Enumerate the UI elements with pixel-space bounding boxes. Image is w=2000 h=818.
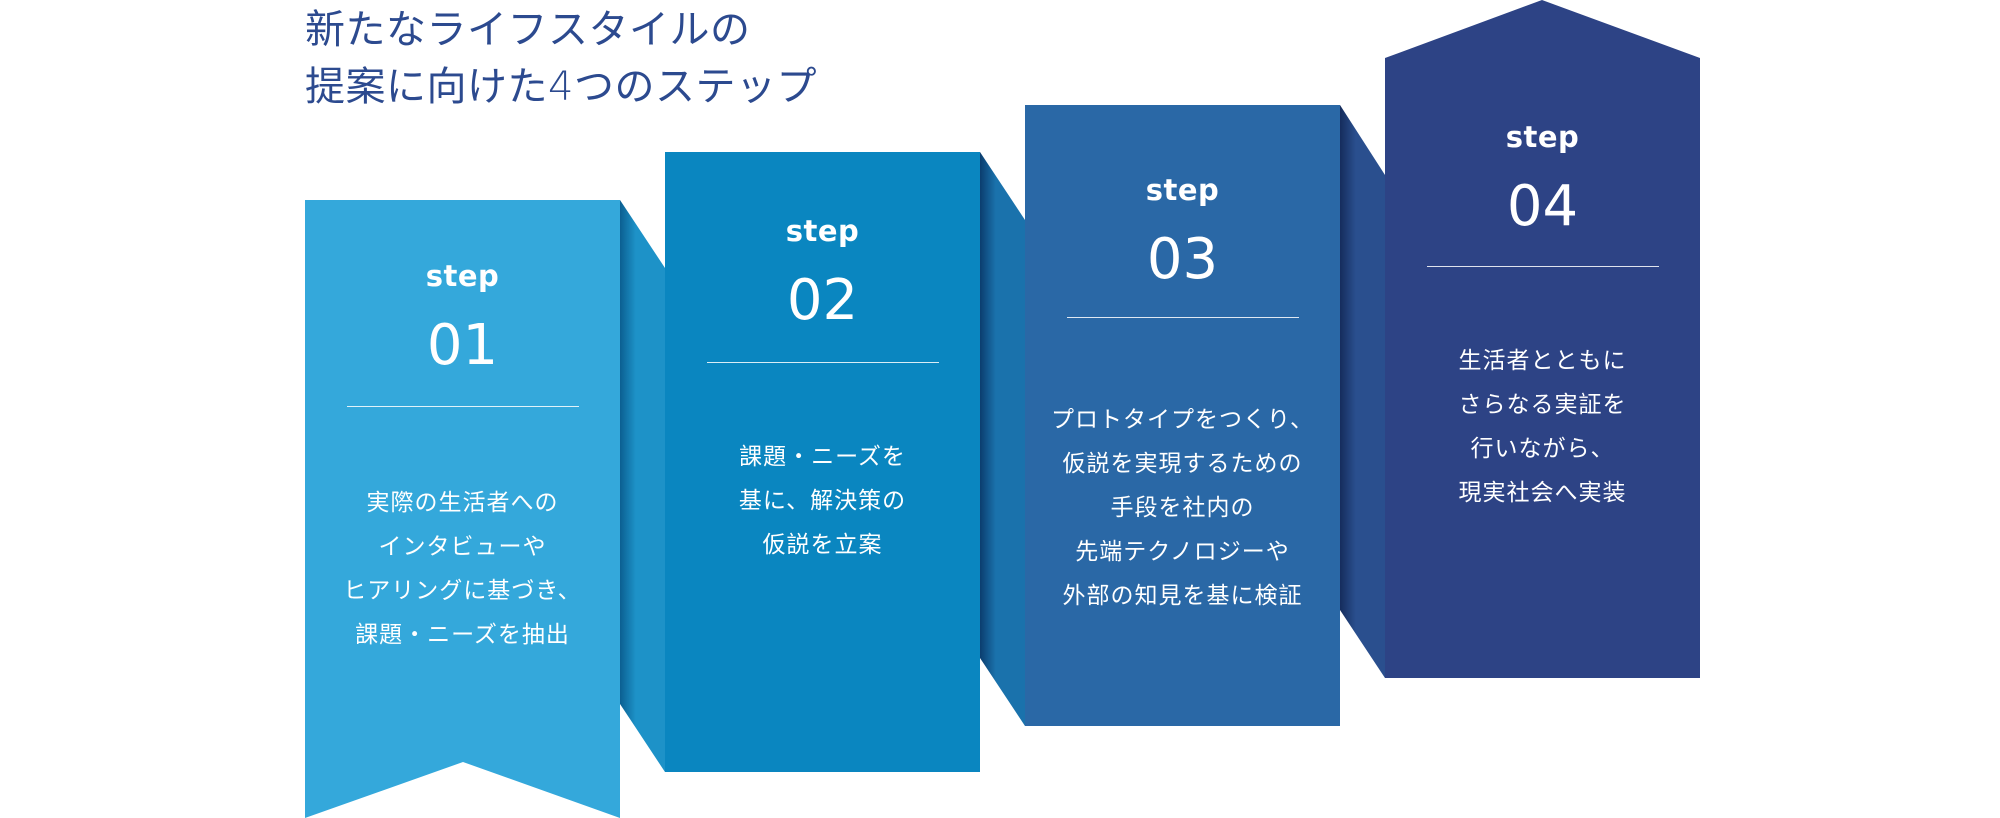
step-description-line: 外部の知見を基に検証 <box>1062 583 1303 609</box>
step-description-line: さらなる実証を <box>1458 392 1627 418</box>
step-description-line: インタビューや <box>378 534 547 560</box>
step-description-line: 仮説を実現するための <box>1062 451 1303 477</box>
step-card-3: step 03 プロトタイプをつくり、 仮説を実現するための 手段を社内の 先端… <box>1025 172 1340 618</box>
step-description-line: ヒアリングに基づき、 <box>343 578 582 604</box>
step-panel-4 <box>1385 0 1700 678</box>
step-card-2: step 02 課題・ニーズを 基に、解決策の 仮説を立案 <box>665 213 980 567</box>
step-panel-1 <box>305 200 620 818</box>
step-number: 01 <box>426 313 499 378</box>
step-description-line: 課題・ニーズを抽出 <box>355 622 570 648</box>
step-label: step <box>425 259 500 293</box>
step-divider <box>1426 266 1659 267</box>
fold-connector-2 <box>980 152 1025 726</box>
step-description-line: 手段を社内の <box>1110 495 1255 521</box>
step-number: 03 <box>1146 227 1219 292</box>
step-label: step <box>1505 120 1580 154</box>
step-description-line: 生活者とともに <box>1458 348 1627 374</box>
step-description-line: 仮説を立案 <box>762 532 883 558</box>
step-number: 04 <box>1506 174 1579 239</box>
step-description-line: プロトタイプをつくり、 <box>1050 407 1315 433</box>
step-label: step <box>785 214 860 248</box>
step-divider <box>1066 317 1299 318</box>
step-description: 実際の生活者への インタビューや ヒアリングに基づき、 課題・ニーズを抽出 <box>305 481 620 657</box>
title-line-1: 新たなライフスタイルの <box>305 7 751 53</box>
step-description-line: 課題・ニーズを <box>739 444 906 470</box>
fold-connector-3 <box>1340 105 1385 678</box>
step-panel-2 <box>665 152 980 772</box>
step-card-4: step 04 生活者とともに さらなる実証を 行いながら、 現実社会へ実装 <box>1385 119 1700 515</box>
step-description: 生活者とともに さらなる実証を 行いながら、 現実社会へ実装 <box>1385 339 1700 515</box>
step-card-1: step 01 実際の生活者への インタビューや ヒアリングに基づき、 課題・ニ… <box>305 258 620 657</box>
step-description-line: 現実社会へ実装 <box>1458 480 1627 506</box>
step-description-line: 先端テクノロジーや <box>1075 539 1290 565</box>
step-description: プロトタイプをつくり、 仮説を実現するための 手段を社内の 先端テクノロジーや … <box>1025 398 1340 618</box>
step-number: 02 <box>786 268 859 333</box>
step-description: 課題・ニーズを 基に、解決策の 仮説を立案 <box>665 435 980 567</box>
step-panel-3 <box>1025 105 1340 726</box>
step-label: step <box>1145 173 1220 207</box>
diagram-title: 新たなライフスタイルの 提案に向けた4つのステップ <box>305 2 817 116</box>
step-divider <box>706 362 939 363</box>
step-description-line: 実際の生活者への <box>366 490 559 516</box>
step-description-line: 基に、解決策の <box>738 488 907 514</box>
step-divider <box>346 406 579 407</box>
title-line-2: 提案に向けた4つのステップ <box>305 64 817 110</box>
fold-connector-1 <box>620 200 665 772</box>
step-description-line: 行いながら、 <box>1470 436 1615 462</box>
